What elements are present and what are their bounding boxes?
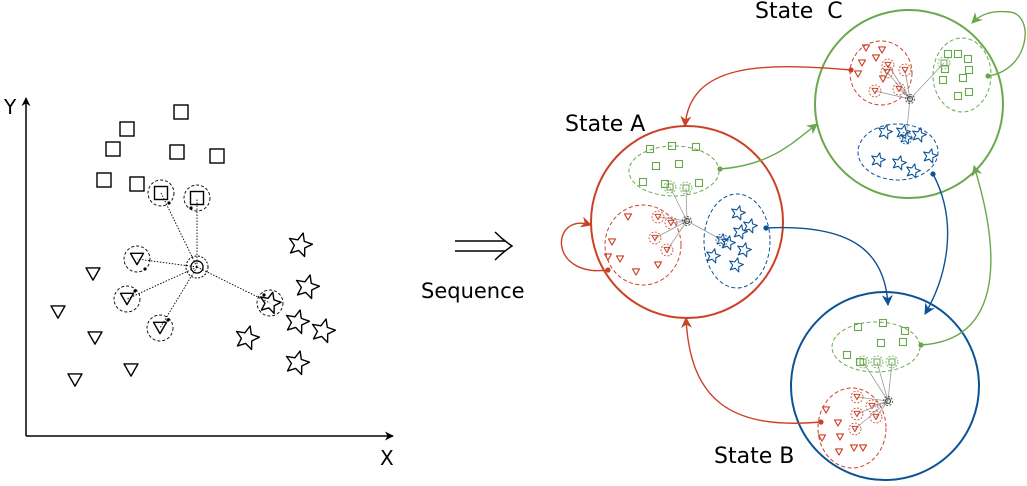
scatter-centroid	[185, 255, 209, 279]
scatter-points	[50, 104, 337, 387]
state-c-circle	[814, 9, 1004, 199]
scatter-point-star	[285, 350, 311, 376]
scatter-panel: Y X	[3, 95, 394, 470]
representative-square	[147, 179, 175, 207]
state-c-contents	[849, 37, 992, 181]
state-b-label: State B	[714, 444, 794, 469]
transition-a-to-b	[765, 226, 893, 307]
transition-c-to-b	[924, 173, 949, 315]
scatter-point-triangle	[85, 267, 101, 281]
state-b-cluster-triangle	[817, 387, 889, 469]
transition-b-to-a	[680, 316, 822, 424]
state-c-cluster-triangle	[849, 40, 913, 106]
state-a-circle	[590, 125, 784, 319]
state-c-cluster-square	[909, 37, 992, 113]
scatter-point-square	[119, 121, 135, 137]
state-a-cluster-square	[628, 141, 720, 222]
state-c-cluster-star	[857, 98, 939, 181]
scatter-point-star	[311, 318, 337, 344]
representative-triangle	[113, 285, 141, 313]
scatter-point-star	[285, 309, 311, 335]
sequence-label: Sequence	[421, 279, 525, 303]
scatter-point-triangle	[67, 373, 83, 387]
transition-a-to-c	[719, 123, 818, 170]
state-b-centroid	[883, 396, 893, 406]
state-a-cluster-star	[686, 193, 771, 289]
x-axis-label: X	[380, 446, 394, 470]
state-a-cluster-triangle	[603, 204, 688, 286]
transition-a-to-a	[560, 216, 609, 272]
transition-c-to-c	[971, 10, 1026, 77]
y-axis-label: Y	[3, 95, 17, 119]
state-a-centroid	[682, 216, 692, 226]
scatter-point-square	[173, 104, 189, 120]
representative-triangle	[123, 245, 151, 273]
transition-b-to-c	[920, 164, 992, 346]
state-b-cluster-square	[831, 318, 921, 402]
scatter-point-square	[209, 148, 225, 164]
state-b-circle	[790, 291, 980, 481]
scatter-point-square	[169, 144, 185, 160]
state-b-contents	[817, 318, 921, 469]
scatter-point-triangle	[87, 331, 103, 345]
state-c-centroid	[905, 94, 915, 104]
scatter-point-square	[129, 176, 145, 192]
scatter-point-star	[295, 274, 321, 300]
transitions	[560, 10, 1026, 425]
scatter-point-square	[105, 141, 121, 157]
representative-triangle	[146, 314, 174, 342]
scatter-point-triangle	[50, 305, 66, 319]
state-a-contents	[603, 141, 771, 289]
representative-square	[183, 184, 211, 212]
transition-c-to-a	[680, 65, 852, 128]
representative-star	[256, 289, 284, 317]
scatter-point-triangle	[123, 363, 139, 377]
sequence-arrow	[455, 231, 514, 261]
scatter-point-square	[96, 172, 112, 188]
state-a-label: State A	[565, 112, 645, 137]
state-c-label: State C	[755, 0, 843, 24]
state-contents	[603, 37, 992, 469]
scatter-point-star	[235, 325, 261, 351]
scatter-point-star	[288, 232, 314, 258]
